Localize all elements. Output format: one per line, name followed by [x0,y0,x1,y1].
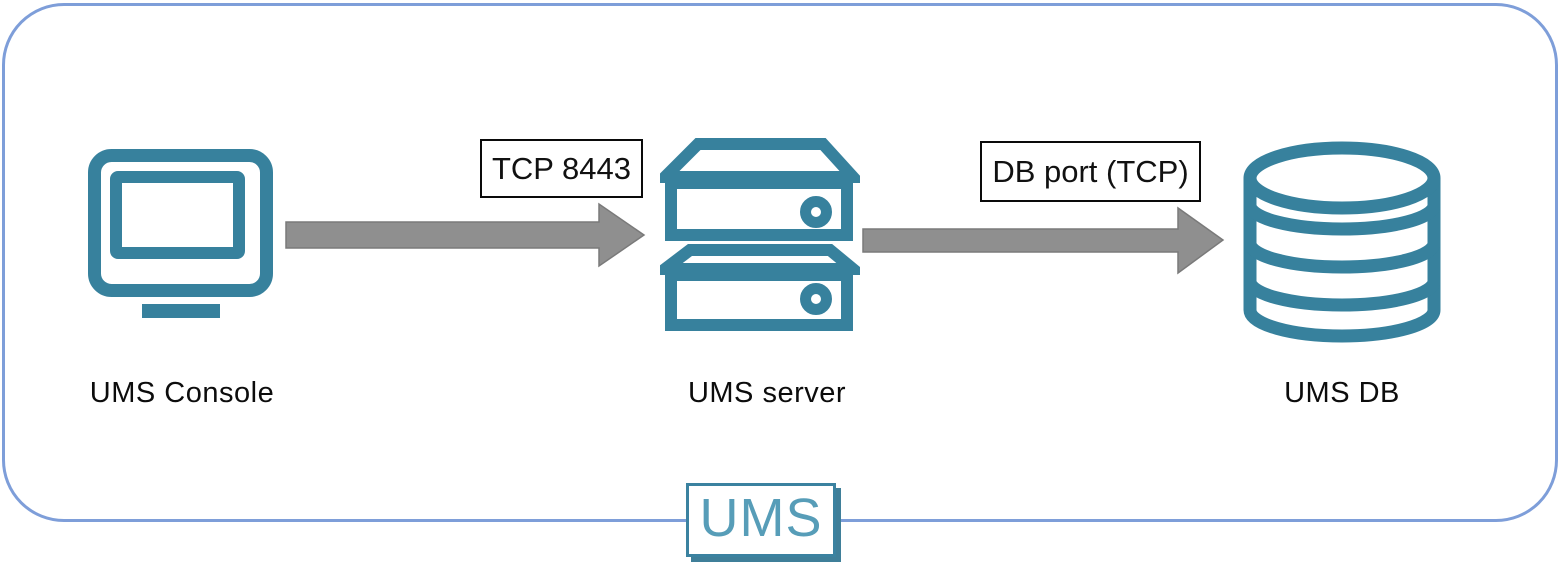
connection-label-text: TCP 8443 [491,150,631,186]
node-label-ums-console: UMS Console [89,377,275,409]
arrow-console-to-server-icon [285,202,646,268]
node-label-ums-db: UMS DB [1284,377,1400,409]
arrow-server-to-db-icon [862,206,1225,275]
monitor-icon [88,149,273,318]
connection-label-text: DB port (TCP) [992,153,1189,189]
ums-logo-text: UMS [699,488,823,548]
connection-label-tcp-8443: TCP 8443 [480,139,643,198]
ums-logo-box: UMS [686,483,836,557]
server-icon [660,138,860,331]
connection-label-db-port: DB port (TCP) [980,141,1201,202]
database-icon [1243,141,1441,343]
node-label-ums-server: UMS server [687,377,847,409]
